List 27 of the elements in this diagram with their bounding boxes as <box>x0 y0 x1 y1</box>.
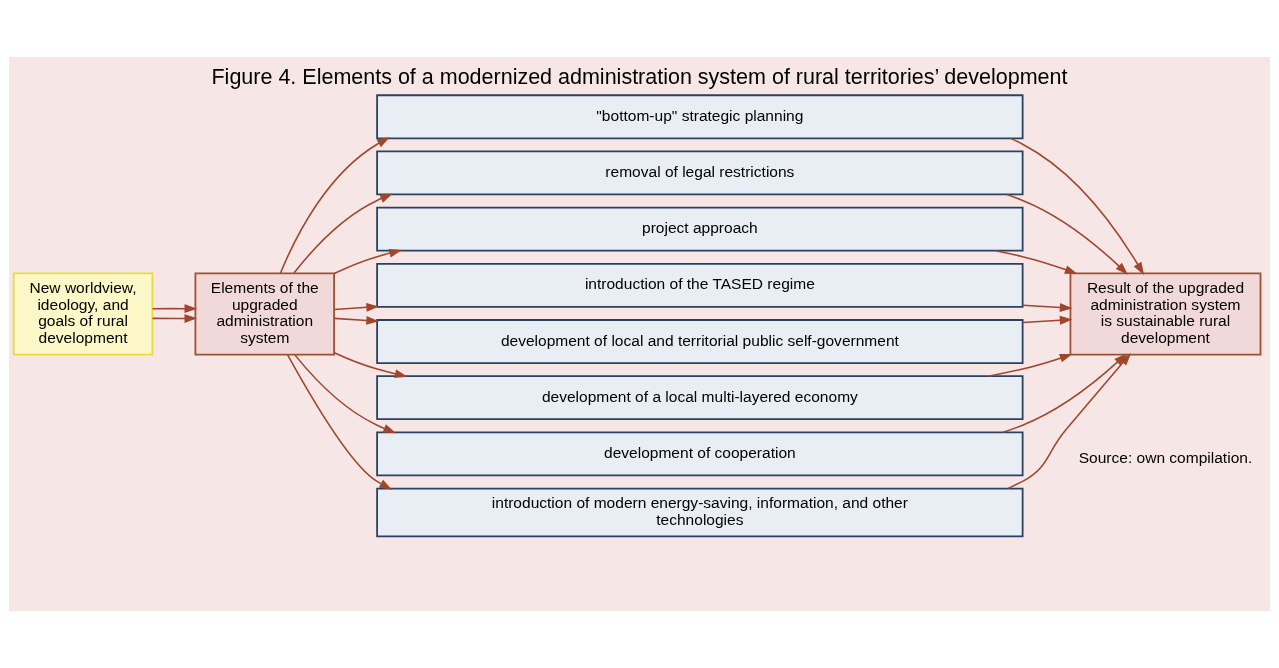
node-box: removal of legal restrictions <box>376 150 1024 196</box>
node-box: Result of the upgraded administration system is sustainable rural development <box>1069 272 1262 356</box>
arrow <box>333 315 380 325</box>
node-box: "bottom-up" strategic planning <box>376 94 1024 140</box>
arrow <box>151 304 198 314</box>
arrow <box>1006 193 1129 275</box>
arrow <box>286 354 393 490</box>
arrow <box>333 248 402 275</box>
arrow <box>1009 137 1145 276</box>
node-box: New worldview, ideology, and goals of rural development <box>12 272 154 356</box>
node-box: development of local and territorial public self-government <box>376 319 1024 364</box>
diagram-title: Figure 4. Elements of a modernized administration system of rural territories’ development <box>211 64 1068 89</box>
arrow <box>1022 315 1073 325</box>
arrow <box>151 314 198 323</box>
node-box: project approach <box>376 206 1024 252</box>
node-box: introduction of the TASED regime <box>376 262 1024 308</box>
label: Source: own compilation. <box>1078 448 1253 466</box>
arrow <box>279 137 390 274</box>
node-box: development of cooperation <box>376 431 1024 477</box>
arrow <box>293 193 393 274</box>
arrow <box>294 354 396 434</box>
arrow <box>333 302 380 312</box>
arrow <box>1022 303 1073 312</box>
arrow <box>333 351 408 379</box>
node-box: Elements of the upgraded administration system <box>194 272 335 356</box>
node-box: development of a local multi-layered economy <box>376 375 1024 421</box>
node-box: introduction of modern energy-saving, information, and other technologies <box>376 487 1024 538</box>
